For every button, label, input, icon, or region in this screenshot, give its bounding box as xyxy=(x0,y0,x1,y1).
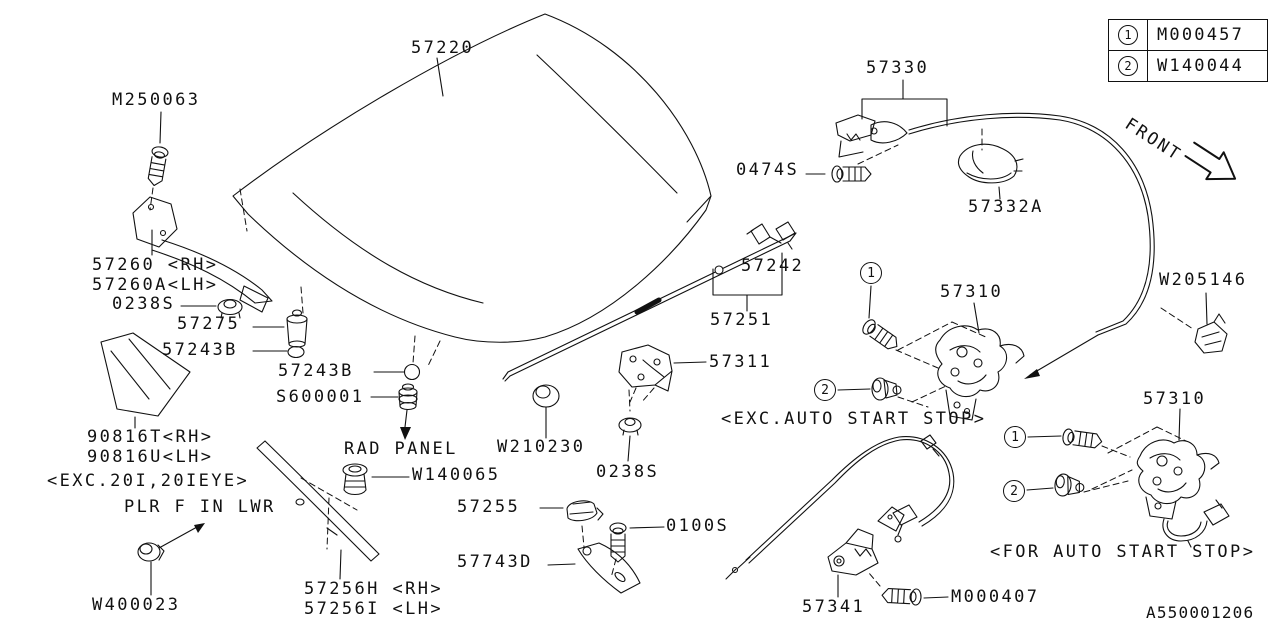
legend-callout-2: 2 xyxy=(1109,51,1148,81)
callout-1-badge: 1 xyxy=(1118,25,1138,45)
part-label-90816t-rh: 90816T<RH> xyxy=(87,427,214,447)
part-label-w140065: W140065 xyxy=(412,465,501,485)
part-label-57310-for: 57310 xyxy=(1143,389,1207,409)
part-label-0238s-b: 0238S xyxy=(596,462,660,482)
part-label-57243b-b: 57243B xyxy=(278,361,354,381)
note-exc-auto-start-stop: <EXC.AUTO START STOP> xyxy=(721,409,987,429)
part-label-57256h-rh: 57256H <RH> xyxy=(304,579,443,599)
part-label-0474s: 0474S xyxy=(736,160,800,180)
part-label-m250063: M250063 xyxy=(112,90,201,110)
legend-part-w140044: W140044 xyxy=(1157,56,1245,76)
callout-1-exc-bolt: 1 xyxy=(860,262,882,284)
part-label-57256i-lh: 57256I <LH> xyxy=(304,599,443,619)
part-label-90816u-lh: 90816U<LH> xyxy=(87,447,214,467)
drawing-code: A550001206 xyxy=(1146,603,1255,622)
part-label-57275: 57275 xyxy=(177,314,241,334)
part-label-57743d: 57743D xyxy=(457,552,533,572)
legend-row-2: 2 W140044 xyxy=(1109,51,1267,81)
callout-2-exc-grommet: 2 xyxy=(814,379,836,401)
note-exc-20i: <EXC.20I,20IEYE> xyxy=(47,471,250,491)
rad-panel-arrowhead xyxy=(400,427,411,440)
fastener-legend-table: 1 M000457 2 W140044 xyxy=(1108,19,1268,82)
legend-part-m000457: M000457 xyxy=(1157,25,1245,45)
part-label-57220: 57220 xyxy=(411,38,475,58)
callout-2-for-grommet: 2 xyxy=(1003,480,1025,502)
legend-row-1: 1 M000457 xyxy=(1109,20,1267,51)
callout-2-badge: 2 xyxy=(1118,56,1138,76)
callout-1-for-bolt: 1 xyxy=(1004,426,1026,448)
part-label-w210230: W210230 xyxy=(497,437,586,457)
part-label-57311: 57311 xyxy=(709,352,773,372)
part-label-57242: 57242 xyxy=(741,256,805,276)
part-label-57330: 57330 xyxy=(866,58,930,78)
part-label-w400023: W400023 xyxy=(92,595,181,615)
part-label-57341: 57341 xyxy=(802,597,866,617)
part-label-57260a-lh: 57260A<LH> xyxy=(92,275,219,295)
hood-outline xyxy=(232,13,712,343)
cable-arrowhead xyxy=(1024,369,1040,379)
pillar-arrowhead xyxy=(194,523,205,533)
part-label-57251: 57251 xyxy=(710,310,774,330)
part-label-57260-rh: 57260 <RH> xyxy=(92,255,219,275)
part-label-57332a: 57332A xyxy=(968,197,1044,217)
part-label-0100s: 0100S xyxy=(666,516,730,536)
note-for-auto-start-stop: <FOR AUTO START STOP> xyxy=(990,542,1256,562)
note-plr-f-in-lwr: PLR F IN LWR xyxy=(124,497,276,517)
legend-callout-1: 1 xyxy=(1109,20,1148,50)
front-arrow xyxy=(1184,141,1237,181)
part-label-57243b-a: 57243B xyxy=(162,340,238,360)
part-label-57310-exc: 57310 xyxy=(940,282,1004,302)
part-label-m000407: M000407 xyxy=(951,587,1040,607)
part-label-57255: 57255 xyxy=(457,497,521,517)
part-label-w205146: W205146 xyxy=(1159,270,1248,290)
part-label-s600001: S600001 xyxy=(276,387,365,407)
part-label-0238s-a: 0238S xyxy=(112,294,176,314)
note-rad-panel: RAD PANEL xyxy=(344,439,458,459)
